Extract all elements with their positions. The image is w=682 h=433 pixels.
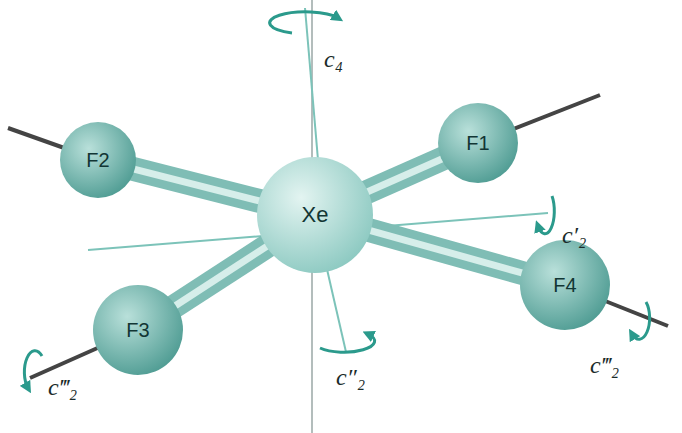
- atom-symbol: Xe: [302, 202, 329, 228]
- atom-circle: [438, 103, 518, 183]
- axis-label: c′₂: [562, 222, 586, 248]
- bond-body: [365, 229, 527, 274]
- atom-symbol: F2: [86, 149, 109, 172]
- atom-circle: [60, 122, 136, 198]
- bond: [363, 157, 447, 194]
- atom-circle: [93, 285, 183, 375]
- bond-highlight: [129, 168, 265, 202]
- rotation-arrow: [24, 351, 42, 388]
- atom-symbol: F3: [126, 319, 149, 342]
- xenon-atom: Xe: [257, 157, 373, 273]
- bond-highlight: [365, 229, 527, 274]
- atom-circle: [520, 240, 610, 330]
- axis-label: c‴₂: [48, 374, 77, 400]
- axis-label: c‴₂: [590, 352, 619, 378]
- bond-highlight: [363, 157, 447, 194]
- c4-axis: [305, 8, 318, 160]
- fluorine-atom: F4: [520, 240, 610, 330]
- rotation-arrow: [320, 334, 375, 352]
- atom-circle: [257, 157, 373, 273]
- axis-label: c₄: [324, 46, 343, 72]
- bond-highlight: [171, 243, 272, 308]
- bond-body: [129, 168, 265, 202]
- axis-label: c″₂: [336, 364, 365, 390]
- rotation-arrow: [270, 12, 338, 33]
- fluorine-atom: F2: [60, 122, 136, 198]
- rotation-arrow: [538, 196, 554, 234]
- bond: [129, 168, 265, 202]
- bond-body: [363, 157, 447, 194]
- atom-symbol: F4: [553, 274, 576, 297]
- fluorine-atom: F1: [438, 103, 518, 183]
- atom-symbol: F1: [466, 132, 489, 155]
- rotation-arrow: [632, 302, 650, 339]
- fluorine-atom: F3: [93, 285, 183, 375]
- bond-body: [171, 243, 272, 308]
- bond: [171, 243, 272, 308]
- bond: [365, 229, 527, 274]
